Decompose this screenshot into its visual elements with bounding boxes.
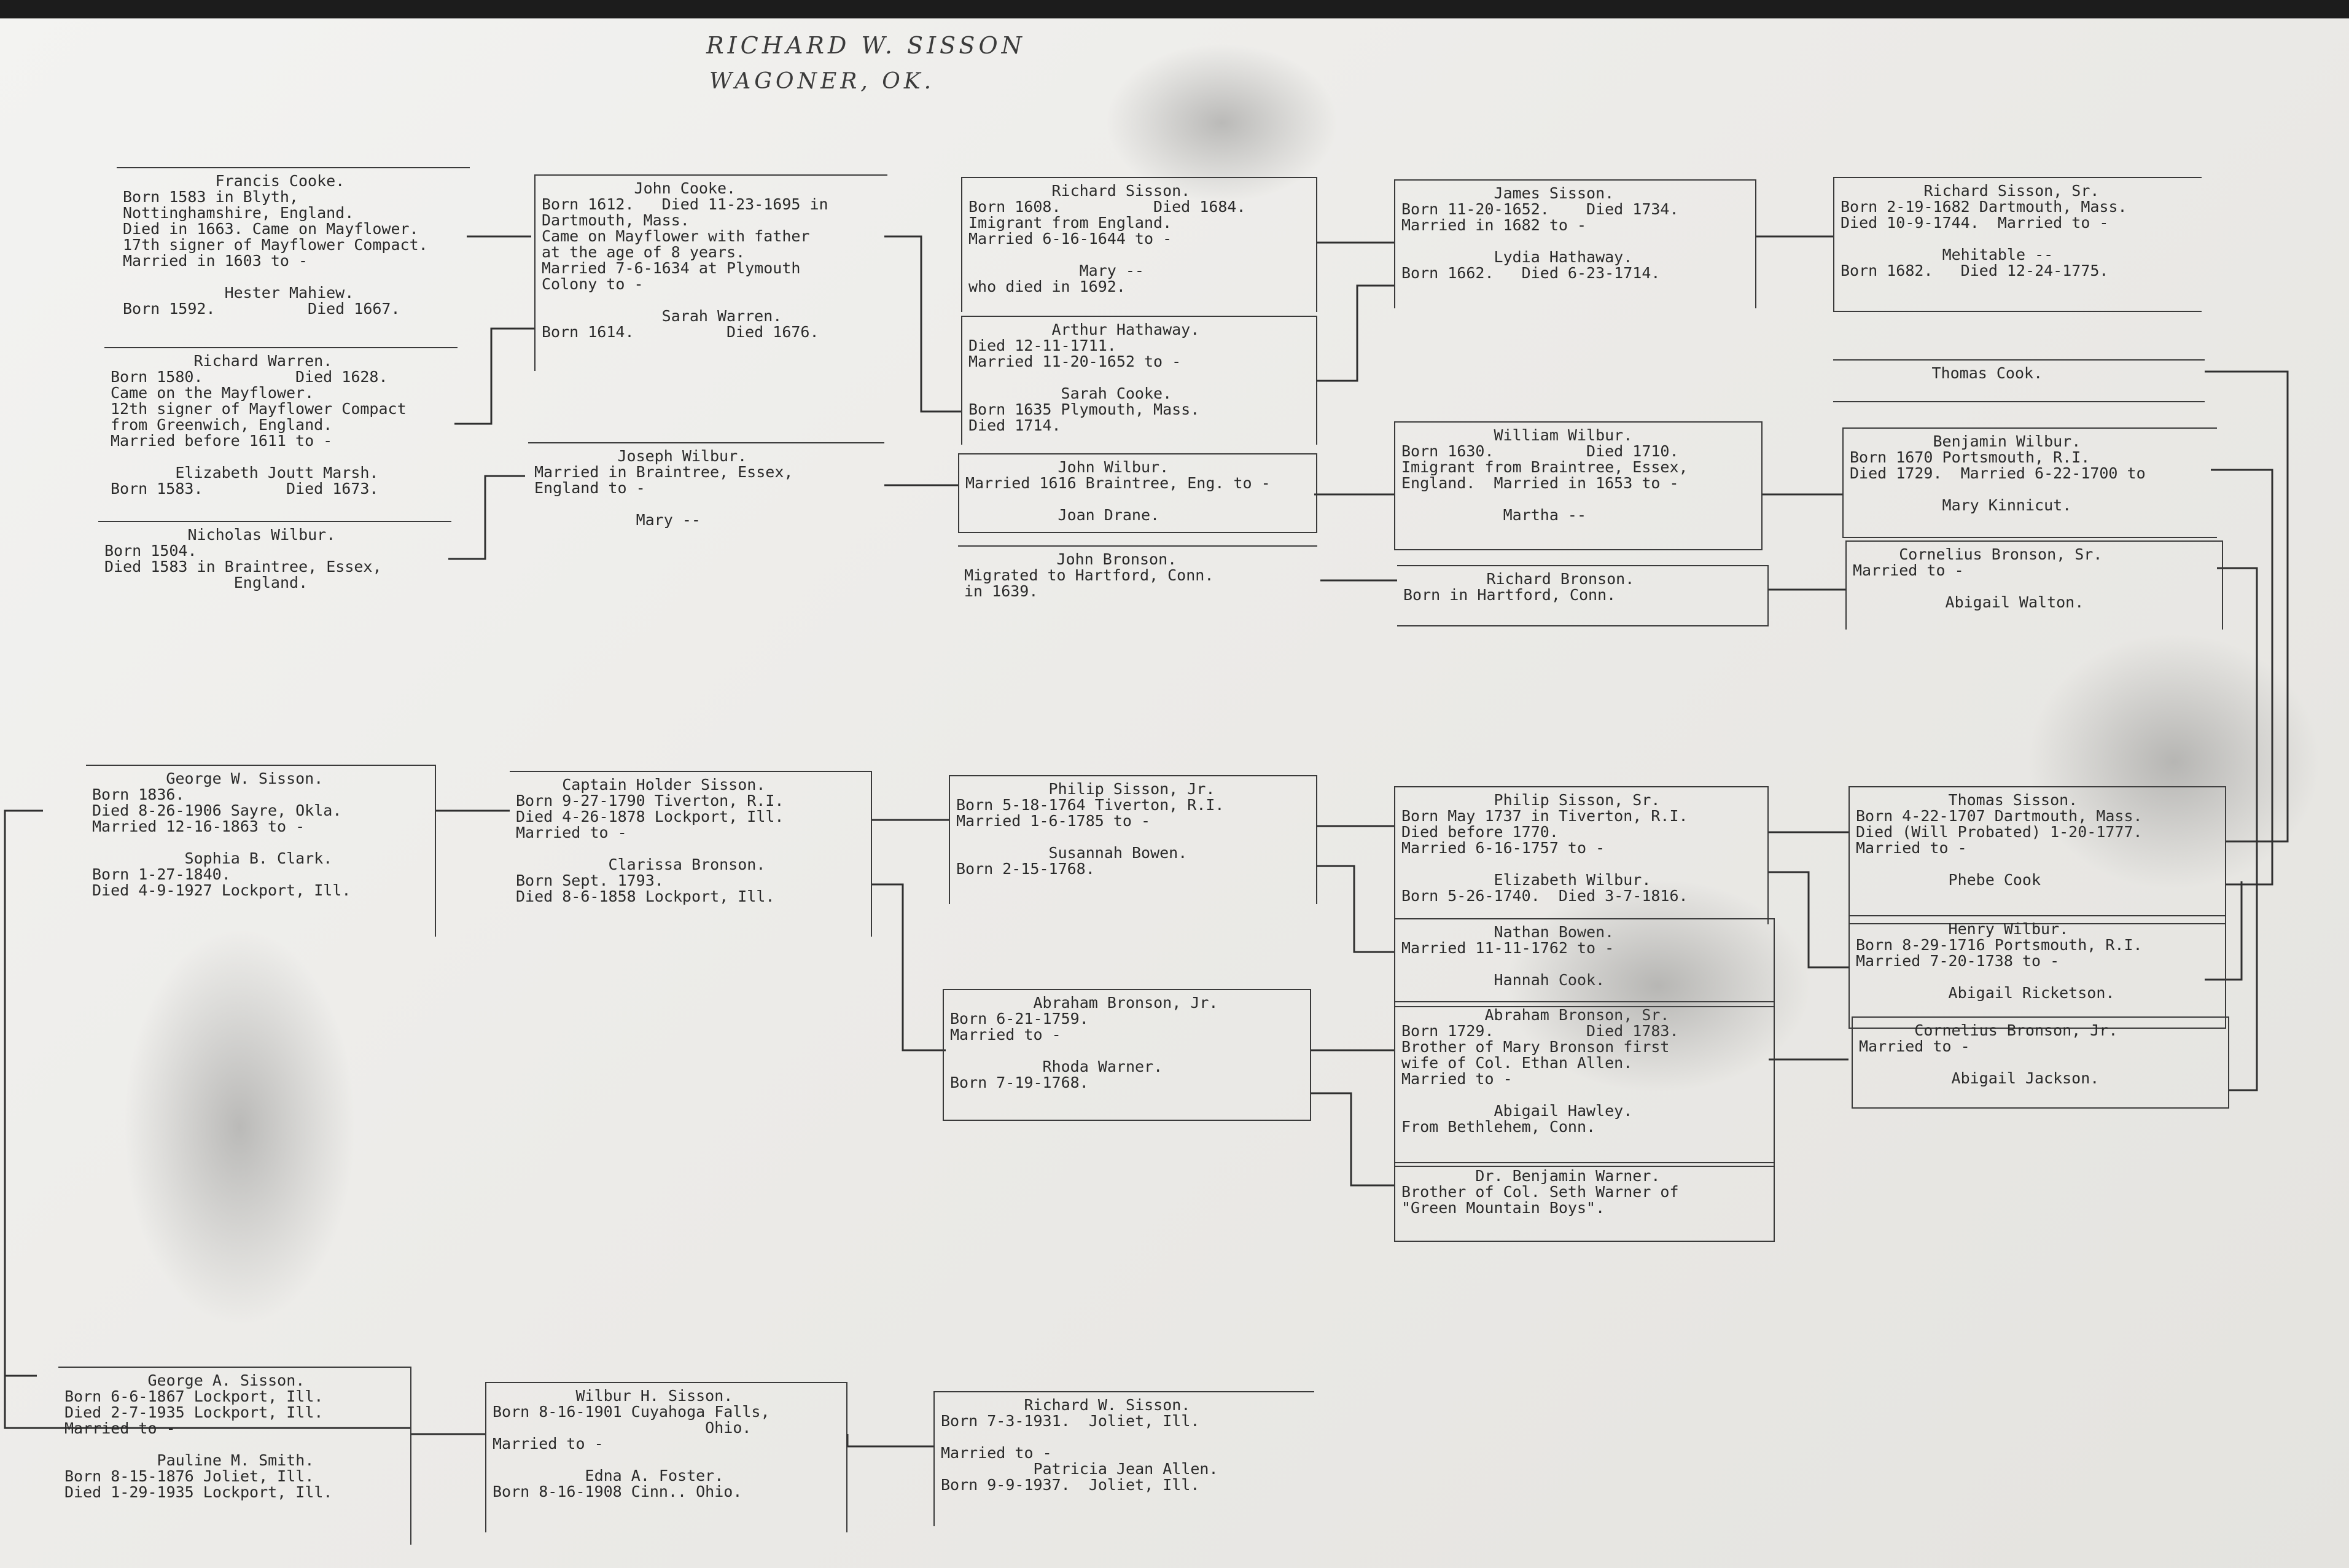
person-box-benjamin-wilbur: Benjamin Wilbur. Born 1670 Portsmouth, R…: [1842, 427, 2217, 538]
connector-line: [454, 327, 534, 425]
person-box-richard-sisson-sr: Richard Sisson, Sr. Born 2-19-1682 Dartm…: [1833, 177, 2202, 312]
person-box-james-sisson: James Sisson. Born 11-20-1652. Died 1734…: [1394, 179, 1756, 308]
person-box-holder-sisson: Captain Holder Sisson. Born 9-27-1790 Ti…: [510, 771, 872, 937]
person-box-george-w-sisson: George W. Sisson. Born 1836. Died 8-26-1…: [86, 765, 436, 937]
person-box-abraham-bronson-sr: Abraham Bronson, Sr. Born 1729. Died 178…: [1394, 1001, 1775, 1167]
person-box-wilbur-h-sisson: Wilbur H. Sisson. Born 8-16-1901 Cuyahog…: [485, 1382, 847, 1532]
person-box-john-cooke: John Cooke. Born 1612. Died 11-23-1695 i…: [534, 174, 887, 371]
connector-line: [2217, 567, 2258, 1091]
connector-line: [1769, 871, 1848, 969]
person-box-richard-warren: Richard Warren. Born 1580. Died 1628. Ca…: [104, 347, 458, 522]
person-box-richard-sisson-1608: Richard Sisson. Born 1608. Died 1684. Im…: [961, 177, 1317, 312]
person-box-william-wilbur: William Wilbur. Born 1630. Died 1710. Im…: [1394, 421, 1763, 550]
person-box-richard-w-sisson: Richard W. Sisson. Born 7-3-1931. Joliet…: [933, 1391, 1314, 1526]
person-box-philip-sisson-sr: Philip Sisson, Sr. Born May 1737 in Tive…: [1394, 786, 1769, 924]
person-box-richard-bronson: Richard Bronson. Born in Hartford, Conn.: [1397, 565, 1769, 626]
person-box-francis-cooke: Francis Cooke. Born 1583 in Blyth, Notti…: [117, 167, 470, 351]
connector-line: [872, 883, 946, 1051]
connector-line: [1311, 1092, 1394, 1187]
person-box-philip-sisson-jr: Philip Sisson, Jr. Born 5-18-1764 Tivert…: [949, 775, 1317, 904]
connector-line: [1317, 284, 1394, 382]
person-box-thomas-cook: Thomas Cook.: [1833, 359, 2205, 402]
person-box-joseph-wilbur: Joseph Wilbur. Married in Braintree, Ess…: [528, 442, 884, 553]
person-box-john-wilbur: John Wilbur. Married 1616 Braintree, Eng…: [958, 453, 1317, 533]
person-box-arthur-hathaway: Arthur Hathaway. Died 12-11-1711. Marrie…: [961, 316, 1317, 445]
person-box-benjamin-warner: Dr. Benjamin Warner. Brother of Col. Set…: [1394, 1162, 1775, 1242]
person-box-henry-wilbur: Henry Wilbur. Born 8-29-1716 Portsmouth,…: [1848, 915, 2226, 1029]
person-box-thomas-sisson: Thomas Sisson. Born 4-22-1707 Dartmouth,…: [1848, 786, 2226, 924]
connector-line: [2211, 469, 2273, 886]
connector-line: [2205, 881, 2243, 981]
person-box-cornelius-bronson-sr: Cornelius Bronson, Sr. Married to - Abig…: [1845, 540, 2223, 630]
person-box-nicholas-wilbur: Nicholas Wilbur. Born 1504. Died 1583 in…: [98, 521, 451, 613]
person-box-john-bronson: John Bronson. Migrated to Hartford, Conn…: [958, 545, 1317, 613]
header-name: RICHARD W. SISSON: [706, 32, 1026, 59]
person-box-george-a-sisson: George A. Sisson. Born 6-6-1867 Lockport…: [58, 1367, 411, 1545]
connector-line: [4, 1375, 37, 1428]
person-box-nathan-bowen: Nathan Bowen. Married 11-11-1762 to - Ha…: [1394, 918, 1775, 1007]
connector-line: [4, 809, 411, 1429]
connector-line: [1317, 865, 1394, 953]
pedigree-chart-paper: RICHARD W. SISSON WAGONER, OK.: [0, 18, 2349, 1568]
connector-line: [448, 475, 525, 560]
person-box-abraham-bronson-jr: Abraham Bronson, Jr. Born 6-21-1759. Mar…: [943, 989, 1311, 1121]
connector-line: [884, 235, 961, 413]
connector-line: [846, 1434, 933, 1448]
person-box-cornelius-bronson-jr: Cornelius Bronson, Jr. Married to - Abig…: [1852, 1016, 2229, 1109]
connector-lines: [4, 235, 2289, 1448]
header-place: WAGONER, OK.: [709, 69, 935, 94]
